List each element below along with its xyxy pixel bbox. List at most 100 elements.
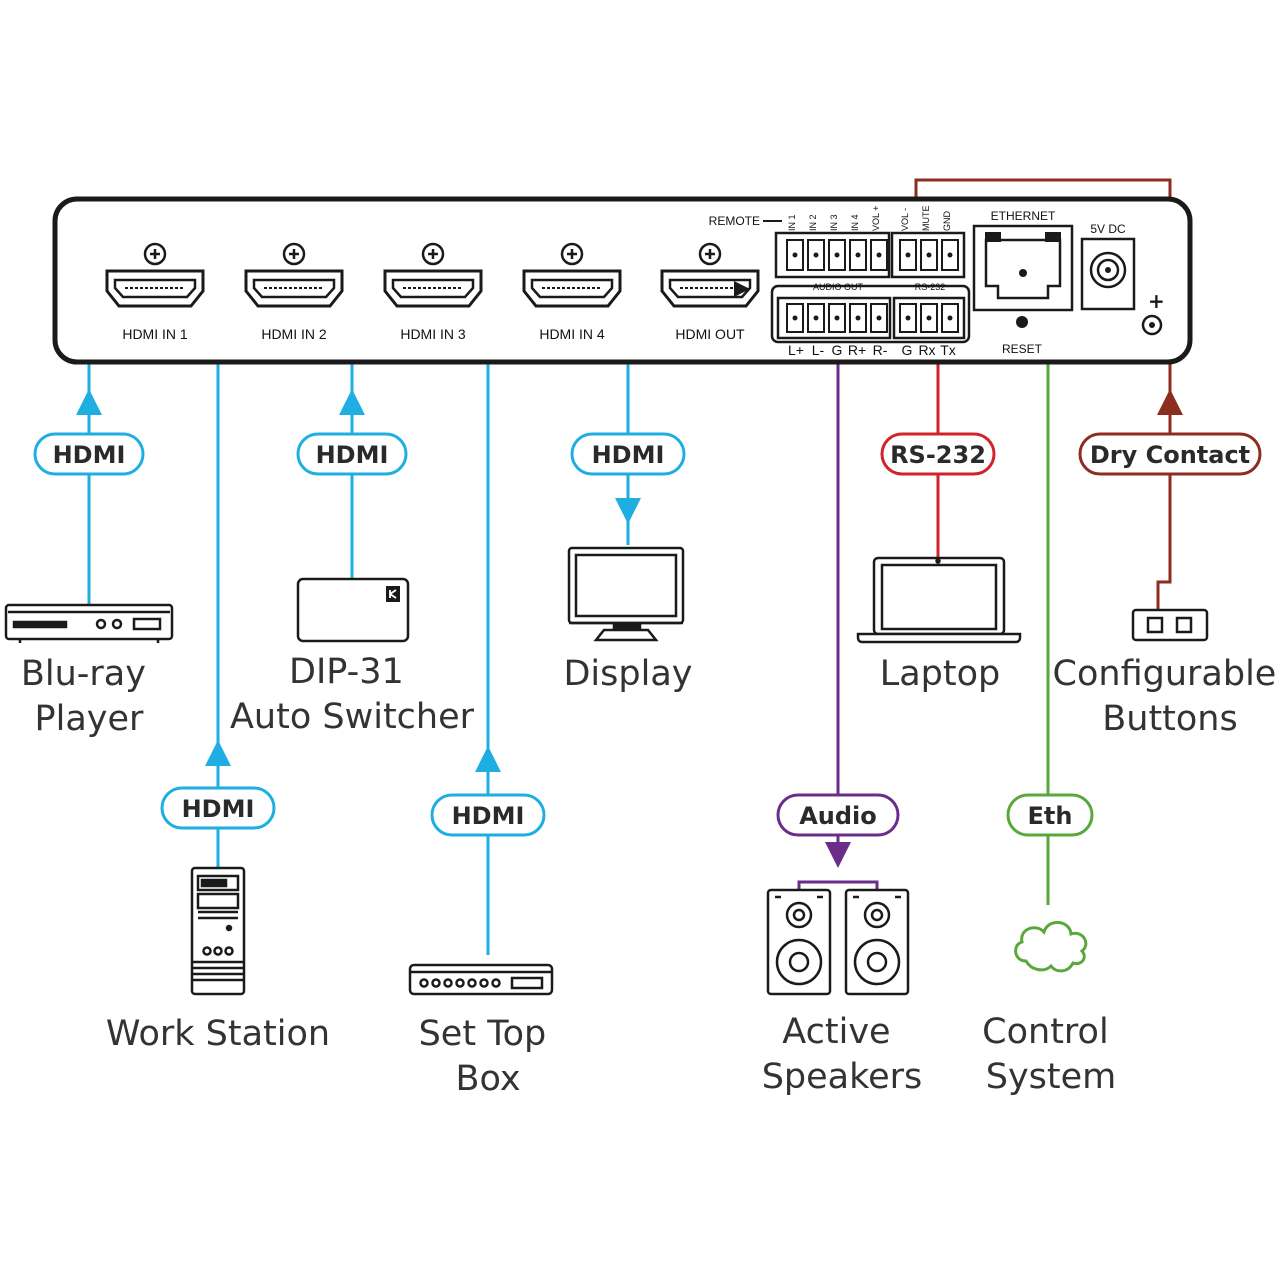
svg-text:Display: Display (563, 654, 692, 694)
speakers-label-line2: Speakers (762, 1057, 923, 1097)
buttons-label-line2: Buttons (1102, 699, 1237, 739)
pill-hdmi-1: HDMI (33, 432, 145, 476)
dip31-label-line1: DIP-31 (289, 652, 404, 692)
svg-text:Configurable Buttons: Configurable Buttons (1053, 654, 1280, 739)
audio-pin-label: L+ (788, 342, 804, 358)
power-label: 5V DC (1090, 222, 1126, 236)
buttons-label-line1: Configurable (1053, 654, 1277, 694)
bluray-label-line2: Player (35, 699, 145, 739)
arrow-up-hdmi1 (76, 389, 102, 415)
svg-text:Control System: Control System (982, 1012, 1120, 1097)
arrow-up-hdmi2 (205, 740, 231, 766)
display-label: Display (563, 654, 692, 694)
pill-label-hdmi-out: HDMI (592, 441, 665, 469)
hdmi-in2-line (216, 287, 247, 868)
reset-button[interactable] (1016, 316, 1028, 328)
svg-text:Active Speakers: Active Speakers (762, 1012, 923, 1097)
hdmi-in-port-2[interactable] (244, 242, 344, 308)
control-label-line1: Control (982, 1012, 1109, 1052)
workstation-icon (190, 866, 246, 996)
pill-label-eth: Eth (1028, 802, 1073, 830)
pill-eth: Eth (1006, 793, 1094, 837)
remote-pin-label: VOL + (871, 206, 881, 231)
remote-pin-label: IN 3 (829, 214, 839, 231)
dip31-icon (296, 577, 410, 643)
remote-pin-label: GND (942, 211, 952, 232)
rs232-pin-label: G (902, 342, 913, 358)
audio-out-label: AUDIO OUT (813, 282, 864, 292)
control-label-line2: System (986, 1057, 1117, 1097)
pill-label-hdmi-2: HDMI (182, 795, 255, 823)
port-label-in1: HDMI IN 1 (122, 326, 188, 342)
audio-pin-label: G (832, 342, 843, 358)
bluray-player-icon (4, 603, 174, 643)
pill-label-hdmi-4: HDMI (452, 802, 525, 830)
ethernet-label: ETHERNET (991, 209, 1056, 223)
hdmi-in-port-4[interactable] (522, 242, 622, 308)
svg-text:Work Station: Work Station (106, 1014, 330, 1054)
hdmi-in4-line (486, 287, 525, 955)
laptop-label: Laptop (880, 654, 1001, 694)
pill-hdmi-4: HDMI (430, 793, 546, 837)
remote-pin-label: IN 4 (850, 214, 860, 231)
svg-text:DIP-31 Auto Switcher: DIP-31 Auto Switcher (230, 652, 475, 737)
pill-audio: Audio (776, 793, 900, 837)
workstation-label: Work Station (106, 1014, 330, 1054)
pill-dry-contact: Dry Contact (1078, 432, 1262, 476)
port-label-out: HDMI OUT (675, 326, 745, 342)
settop-label-line1: Set Top (419, 1014, 547, 1054)
remote-pin-label: IN 2 (808, 214, 818, 231)
svg-text:Set Top Box: Set Top Box (419, 1014, 558, 1099)
hdmi-in-port-3[interactable] (383, 242, 483, 308)
pill-label-audio: Audio (799, 802, 877, 830)
arrow-up-dry (1157, 389, 1183, 415)
remote-pin-label: IN 1 (787, 214, 797, 231)
rs232-panel-label: RS-232 (915, 282, 946, 292)
ground-screw-icon (1141, 314, 1163, 336)
settop-label-line2: Box (455, 1059, 520, 1099)
hdmi-out-port[interactable] (660, 242, 760, 308)
audio-pin-label: R+ (848, 342, 866, 358)
dip31-label-line2: Auto Switcher (230, 697, 475, 737)
display-icon (567, 546, 685, 642)
audio-split-line (797, 880, 879, 890)
arrow-up-hdmi3 (339, 389, 365, 415)
cloud-icon (1014, 921, 1088, 973)
port-label-in3: HDMI IN 3 (400, 326, 466, 342)
bluray-label-line1: Blu-ray (21, 654, 146, 694)
svg-text:Blu-ray Player: Blu-ray Player (21, 654, 157, 739)
arrow-down-display (615, 498, 641, 524)
arrow-down-audio (825, 842, 851, 868)
reset-label: RESET (1002, 342, 1043, 356)
port-label-in4: HDMI IN 4 (539, 326, 605, 342)
remote-pin-label: MUTE (921, 206, 931, 232)
settop-box-icon (408, 963, 554, 996)
laptop-icon (856, 556, 1022, 644)
svg-text:+: + (1148, 289, 1165, 313)
pill-hdmi-2: HDMI (160, 786, 276, 830)
configurable-buttons-icon (1131, 608, 1209, 642)
rs232-pin-label: Tx (940, 342, 956, 358)
audio-rs232-frame (770, 284, 971, 344)
dry-contact-line-low (1156, 410, 1172, 610)
audio-pin-label: R- (873, 342, 888, 358)
port-label-in2: HDMI IN 2 (261, 326, 327, 342)
pill-label-hdmi-3: HDMI (316, 441, 389, 469)
pill-label-hdmi-1: HDMI (53, 441, 126, 469)
pill-rs232: RS-232 (880, 432, 996, 476)
arrow-up-hdmi4 (475, 746, 501, 772)
pill-hdmi-out: HDMI (570, 432, 686, 476)
svg-text:Laptop: Laptop (880, 654, 1001, 694)
pill-label-dry-contact: Dry Contact (1090, 441, 1250, 469)
power-jack (1080, 237, 1136, 311)
remote-pin-label: VOL - (900, 208, 910, 231)
pill-hdmi-3: HDMI (296, 432, 408, 476)
audio-pin-label: L- (812, 342, 825, 358)
speakers-label-line1: Active (782, 1012, 890, 1052)
pill-label-rs232: RS-232 (890, 441, 986, 469)
hdmi-in-port-1[interactable] (105, 242, 205, 308)
speakers-icon (766, 888, 910, 996)
remote-label: REMOTE (709, 214, 760, 228)
rs232-pin-label: Rx (918, 342, 935, 358)
